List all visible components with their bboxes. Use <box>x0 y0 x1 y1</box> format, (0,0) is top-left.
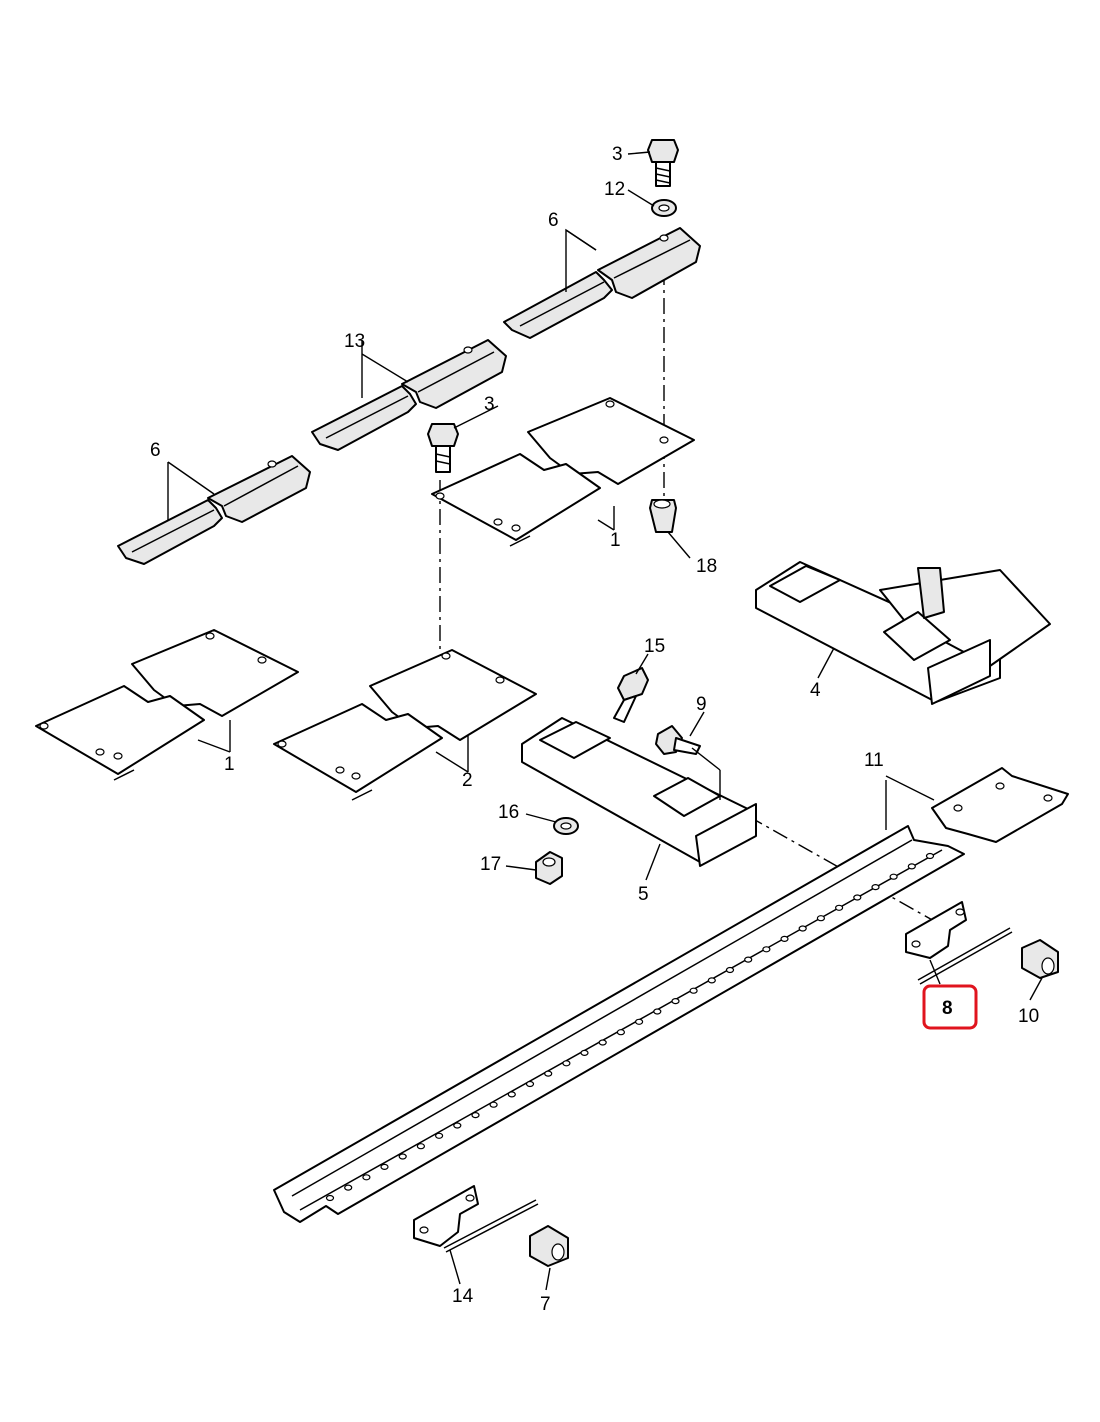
cap-pair-top <box>503 227 701 339</box>
rail-hole <box>416 1143 425 1150</box>
rail-hole <box>689 987 698 994</box>
rail-hole <box>762 946 771 953</box>
bolt-15 <box>613 667 649 723</box>
rail-hole <box>780 935 789 943</box>
long-rail <box>273 825 965 1223</box>
rail-hole <box>453 1122 462 1129</box>
rail-hole <box>925 852 935 860</box>
rail-hole <box>435 1132 444 1139</box>
rail-hole <box>580 1049 589 1057</box>
callout-15: 15 <box>644 636 665 657</box>
callout-7: 7 <box>540 1294 551 1315</box>
callout-17: 17 <box>480 854 501 875</box>
washer-16 <box>553 817 579 835</box>
callout-8: 8 <box>942 998 953 1019</box>
callout-12: 12 <box>604 179 625 200</box>
rail-hole <box>507 1091 516 1098</box>
rail-hole <box>744 956 753 963</box>
rail-hole <box>362 1174 371 1181</box>
callout-1-middle: 1 <box>610 530 621 551</box>
nut-10 <box>1021 939 1059 979</box>
callout-3-middle: 3 <box>484 394 495 415</box>
callout-4: 4 <box>810 680 821 701</box>
rail-hole <box>871 883 880 891</box>
callout-9: 9 <box>696 694 707 715</box>
leader-lines <box>167 151 1043 1291</box>
highlight-box <box>922 984 978 1030</box>
rail-hole <box>544 1070 553 1077</box>
plate-pair-left <box>35 629 299 781</box>
callout-6-top: 6 <box>548 210 559 231</box>
rail-hole <box>471 1111 480 1119</box>
rail-hole <box>707 977 716 984</box>
callout-2: 2 <box>462 770 473 791</box>
rail-hole <box>380 1163 389 1171</box>
callout-10: 10 <box>1018 1006 1039 1027</box>
callout-1-left: 1 <box>224 754 235 775</box>
rail-hole <box>907 863 916 870</box>
rail-hole <box>325 1194 335 1202</box>
rail-hole <box>671 997 680 1005</box>
rail-hole <box>653 1008 662 1015</box>
clip-8 <box>905 901 1013 985</box>
callout-13: 13 <box>344 331 365 352</box>
rail-hole <box>562 1060 571 1067</box>
callout-3-top: 3 <box>612 144 623 165</box>
plate-pair-middle <box>431 397 695 547</box>
bracket-11 <box>931 767 1069 843</box>
rail-hole <box>489 1101 498 1108</box>
callout-16: 16 <box>498 802 519 823</box>
clip-14 <box>413 1185 539 1253</box>
nut-18 <box>649 499 677 533</box>
rail-hole <box>525 1080 535 1088</box>
nut-17 <box>535 851 563 885</box>
rail-hole <box>616 1029 626 1036</box>
rail-hole <box>634 1018 644 1025</box>
callouts: 3 12 6 13 3 6 1 18 4 15 9 1 2 16 17 5 11… <box>150 144 1039 1315</box>
rail-hole <box>725 966 735 974</box>
plate-pair-2 <box>273 649 537 801</box>
nut-7 <box>529 1225 569 1267</box>
callout-18: 18 <box>696 556 717 577</box>
callout-14: 14 <box>452 1286 474 1307</box>
callout-11: 11 <box>864 750 884 771</box>
rail-holes <box>325 852 935 1202</box>
rail-hole <box>853 894 862 901</box>
cap-pair-left <box>117 455 311 565</box>
callout-6-left: 6 <box>150 440 161 461</box>
washer <box>651 199 677 217</box>
bracket-5 <box>521 717 757 867</box>
rail-hole <box>798 925 807 932</box>
rail-hole <box>598 1039 607 1046</box>
rail-hole <box>889 873 898 880</box>
bolt-top <box>647 139 679 187</box>
rail-hole <box>816 915 826 922</box>
bracket-4 <box>755 561 1051 705</box>
rail-hole <box>834 904 844 911</box>
callout-5: 5 <box>638 884 649 905</box>
bolt-middle <box>427 423 459 473</box>
rail-hole <box>398 1153 407 1160</box>
rail-hole <box>344 1184 353 1191</box>
cap-pair-middle <box>311 339 507 451</box>
